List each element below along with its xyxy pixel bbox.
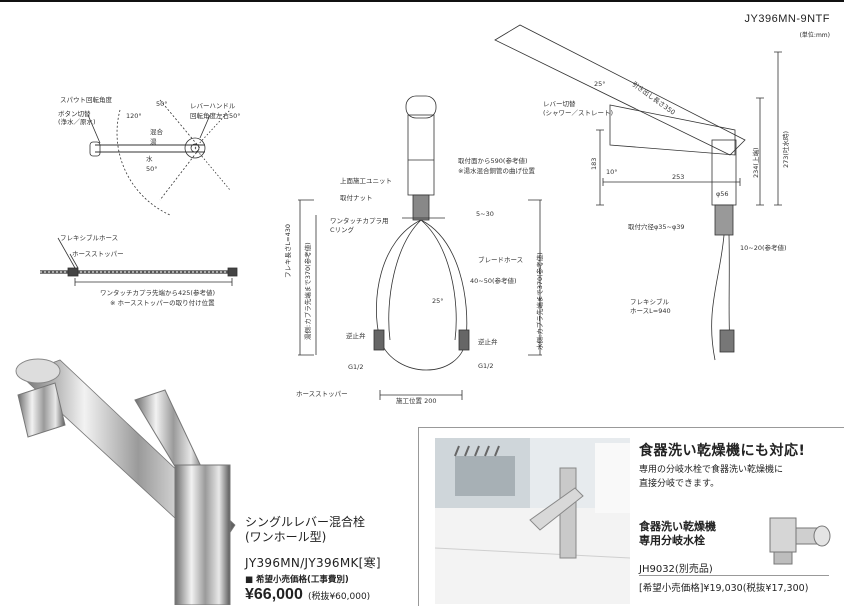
label-hot: 湯 <box>150 138 157 146</box>
model-code: JY396MN-9NTF <box>744 13 830 25</box>
label-coupler-length: ワンタッチカプラ先端から425(参考値) <box>100 289 215 297</box>
label-angle-50a: 50° <box>156 100 168 108</box>
valve-name-line2: 専用分岐水栓 <box>639 534 705 547</box>
label-flexible-hose: フレキシブルホース <box>60 234 119 242</box>
label-hose-stopper: ホースストッパー <box>72 250 124 258</box>
label-angle-25-front: 25° <box>432 297 444 305</box>
label-flex-hose-side: フレキシブル <box>630 298 669 306</box>
label-angle-120: 120° <box>126 112 142 120</box>
product-name-line1: シングルレバー混合栓 <box>245 515 366 529</box>
product-price-tax: (税抜¥60,000) <box>307 592 371 602</box>
dishwasher-desc-line2: 直接分岐できます。 <box>639 479 720 489</box>
label-hot-coupler: 湯側:カプラ先端まで370(参考値) <box>304 242 312 340</box>
label-hose-note: ※ ホースストッパーの取り付け位置 <box>110 299 215 307</box>
valve-name-line1: 食器洗い乾燥機 <box>639 520 716 533</box>
product-name-line2: (ワンホール型) <box>245 530 327 544</box>
label-dim-10-20: 10~20(参考値) <box>740 244 787 252</box>
product-price: ¥66,000 <box>245 586 303 603</box>
label-hose-stopper-front: ホースストッパー <box>296 390 348 398</box>
valve-model: JH9032(別売品) <box>639 564 713 575</box>
kitchen-photo <box>435 438 630 604</box>
valve-model-rule <box>639 575 829 576</box>
label-mounting-hole: 取付穴径φ35~φ39 <box>628 223 685 231</box>
valve-price: [希望小売価格]¥19,030(税抜¥17,300) <box>639 583 809 594</box>
label-angle-10: 10° <box>606 168 618 176</box>
label-dim-5-30: 5~30 <box>476 210 494 218</box>
top-rule <box>0 0 844 2</box>
label-button-switch-sub: (浄水／原水) <box>58 118 96 126</box>
label-dim-273: 273(吐水時) <box>782 131 790 168</box>
label-dim-56: φ56 <box>716 190 729 198</box>
label-dim-40-50: 40~50(参考値) <box>470 277 517 285</box>
dishwasher-desc-line1: 専用の分岐水栓で食器洗い乾燥機に <box>639 465 784 475</box>
branch-valve-photo <box>769 517 831 565</box>
label-dim-253: 253 <box>672 173 685 181</box>
dishwasher-box: 食器洗い乾燥機にも対応! 専用の分岐水栓で食器洗い乾燥機に 直接分岐できます。 … <box>418 427 844 606</box>
label-check-valve-left: 逆止弁 <box>346 332 366 340</box>
label-check-valve-right: 逆止弁 <box>478 338 498 346</box>
label-lever-switch: レバー切替 <box>543 100 576 108</box>
dishwasher-title: 食器洗い乾燥機にも対応! <box>639 443 806 459</box>
label-bend-note: ※湯水混合銅管の曲げ位置 <box>458 167 535 175</box>
label-coupler: ワンタッチカプラ用 <box>330 217 389 225</box>
product-model: JY396MN/JY396MK[寒] <box>245 556 381 570</box>
label-g-left: G1/2 <box>348 363 364 371</box>
label-mix: 混合 <box>150 128 163 136</box>
faucet-photo <box>15 358 236 605</box>
label-angle-25-side: 25° <box>594 80 606 88</box>
label-braided-hose: ブレードホース <box>478 256 524 264</box>
label-dim-234: 234(上端) <box>752 147 760 178</box>
label-button-switch: ボタン切替 <box>58 110 91 118</box>
label-spout-rotation: スパウト回転角度 <box>60 96 112 104</box>
label-mount-surface: 取付面から590(参考値) <box>458 157 528 165</box>
label-cold: 水 <box>146 155 153 163</box>
label-flex-length: フレキ長さL=430 <box>284 224 292 278</box>
label-cold-coupler: 水側:カプラ先端まで370(参考値) <box>536 252 544 350</box>
label-top-unit: 上面施工ユニット <box>340 177 392 185</box>
label-mounting-nut: 取付ナット <box>340 194 373 202</box>
label-lever-handle: レバーハンドル <box>190 102 236 110</box>
label-angle-50b: 50° <box>146 165 158 173</box>
label-dim-183: 183 <box>590 157 598 170</box>
label-lever-rotation: 回転角度左右50° <box>190 112 241 120</box>
label-lever-switch-sub: (シャワー／ストレート) <box>543 109 614 117</box>
label-construction-position: 施工位置 200 <box>396 397 437 405</box>
unit-note: (単位:mm) <box>799 32 830 39</box>
product-price-label: ■ 希望小売価格(工事費別) <box>245 575 349 585</box>
label-g-right: G1/2 <box>478 362 494 370</box>
label-hose-length-side: ホースL=940 <box>630 307 671 315</box>
label-c-ring: Cリング <box>330 226 355 234</box>
product-price-row: ¥66,000 (税抜¥60,000) <box>245 584 370 604</box>
